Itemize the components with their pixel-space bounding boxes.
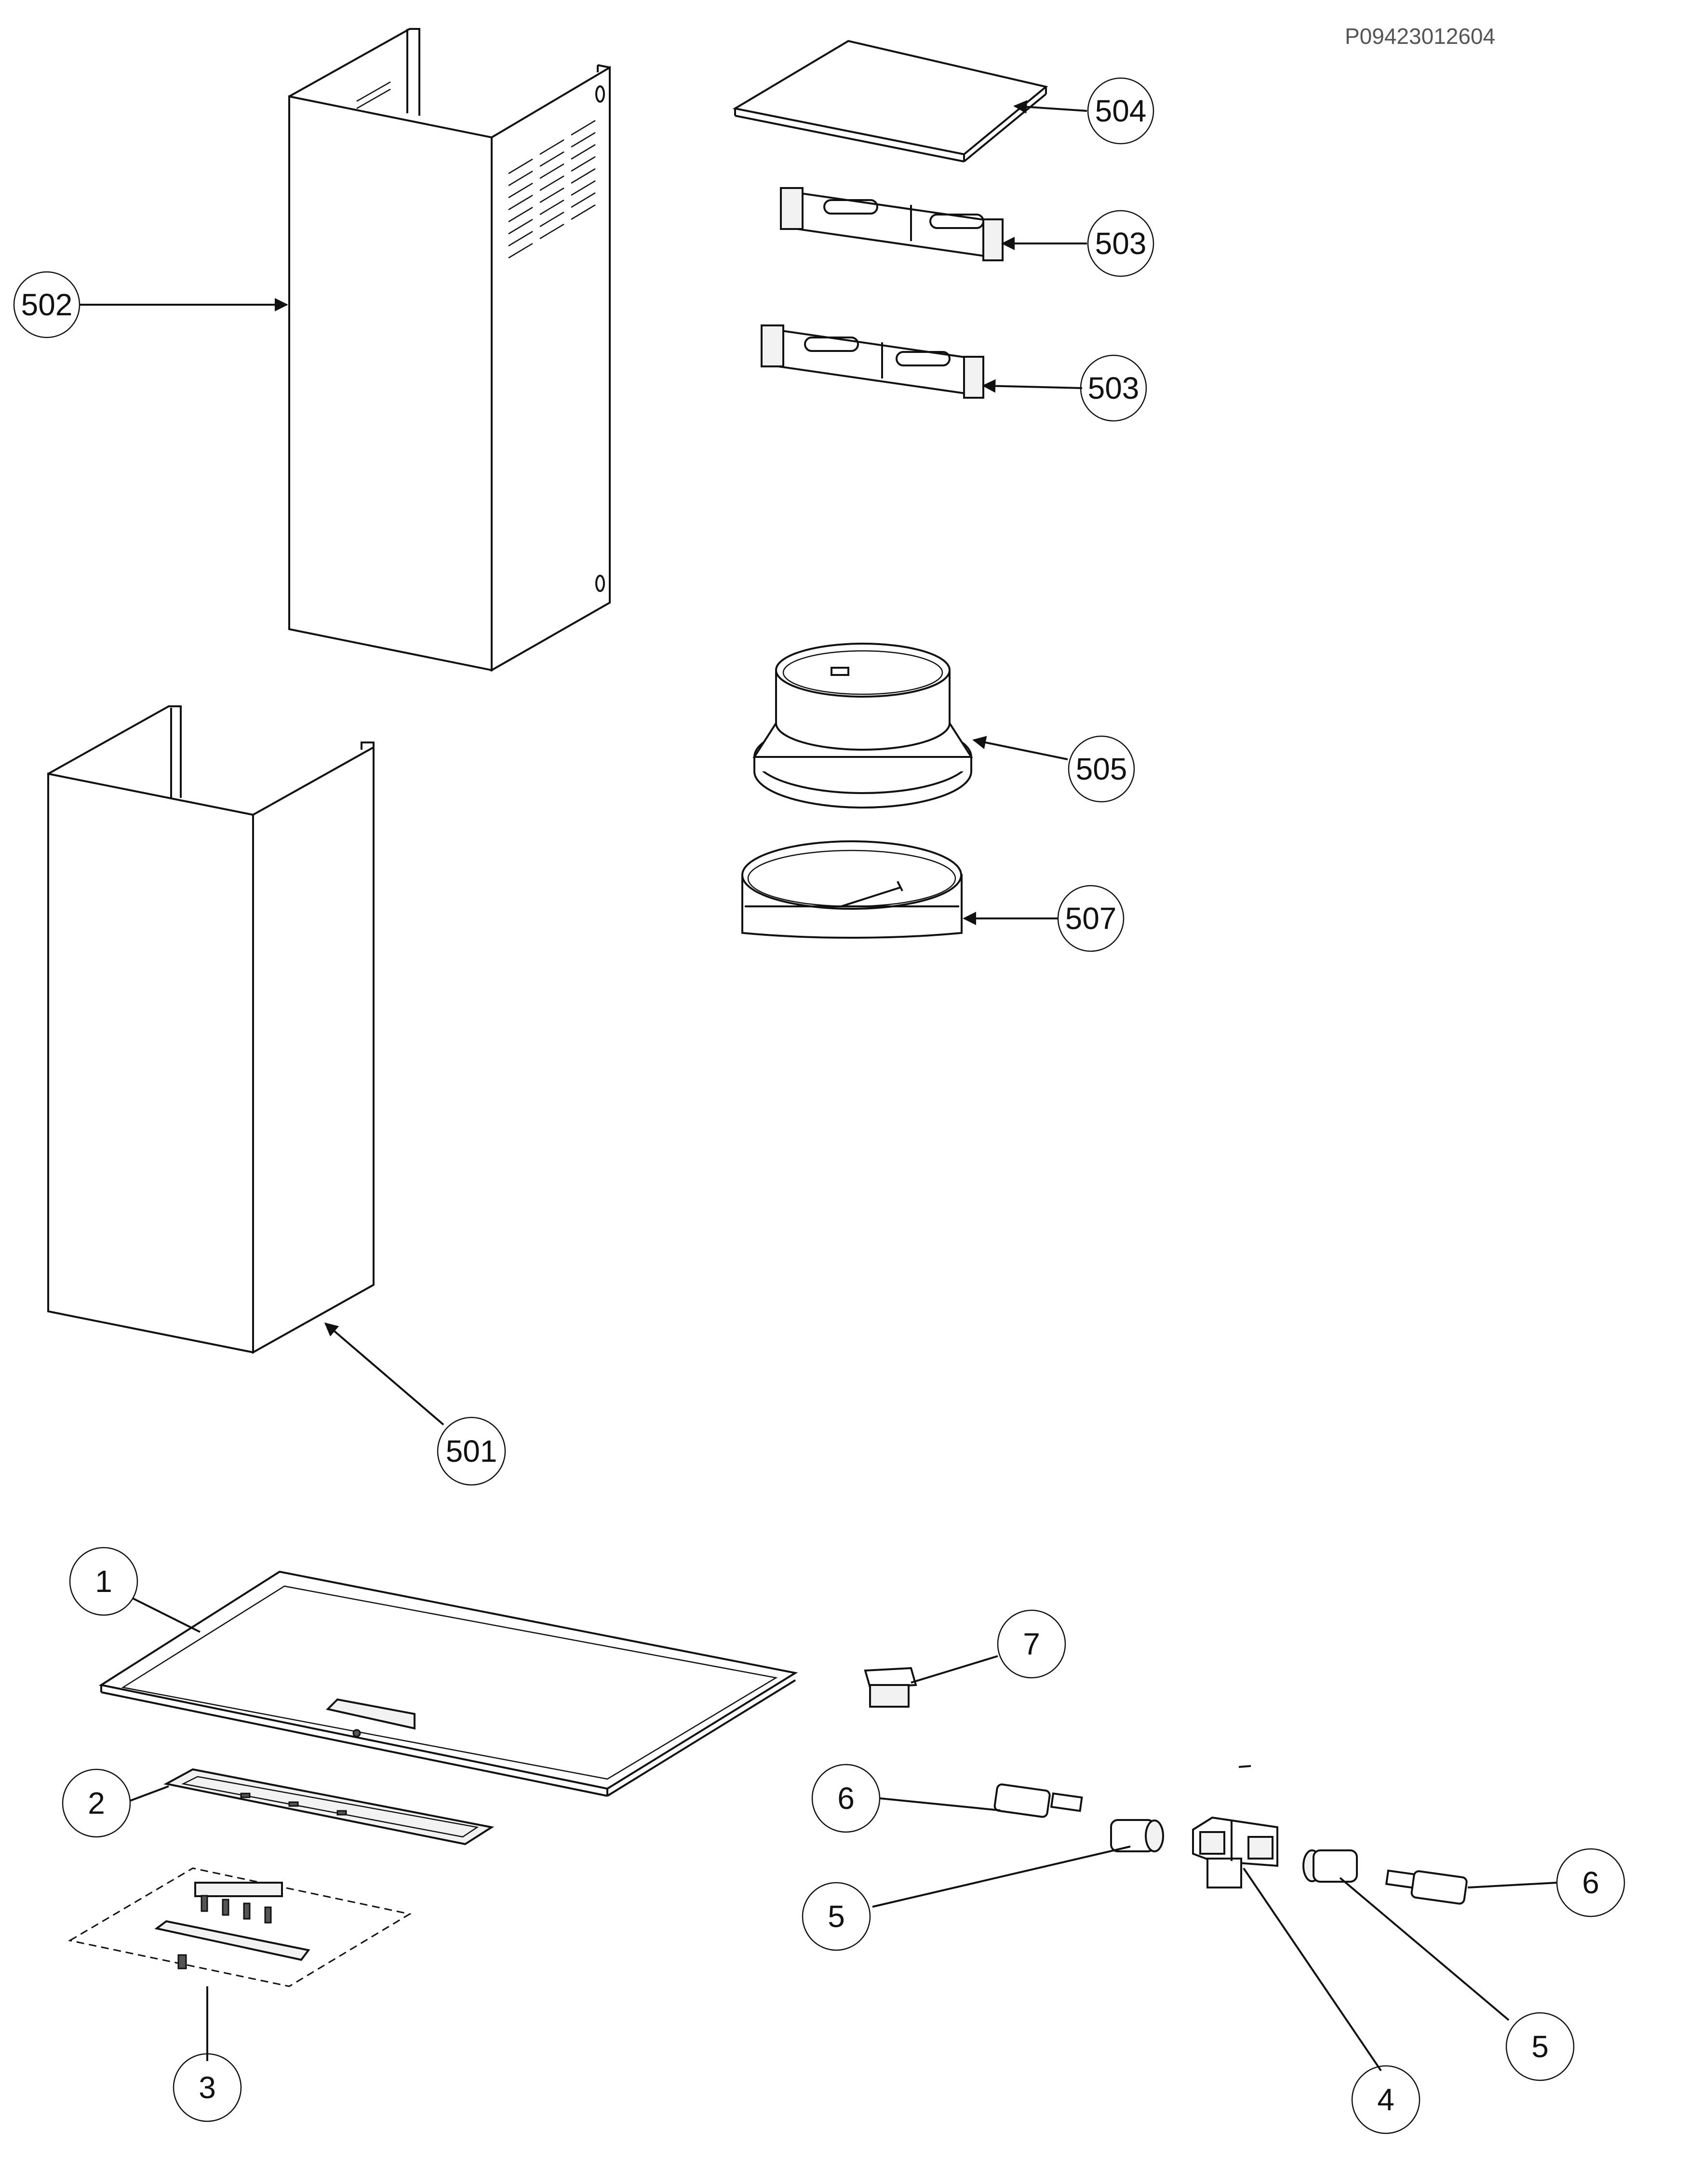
document-code: P09423012604 — [1345, 24, 1496, 49]
callout-circle-5-right — [1505, 2012, 1575, 2081]
callout-circle-502 — [13, 271, 80, 338]
part-501-lower-chimney — [47, 705, 375, 1354]
callout-label-505: 505 — [1076, 752, 1127, 786]
callout-circle-2 — [62, 1768, 131, 1838]
callout-circle-507 — [1057, 885, 1125, 952]
part-6-pin-right — [1385, 1869, 1468, 1905]
part-502-upper-chimney — [288, 28, 611, 672]
callout-label-504: 504 — [1095, 94, 1147, 128]
callout-circle-3 — [173, 2053, 242, 2122]
part-4-switch-body — [1192, 1816, 1278, 1888]
callout-circle-7 — [997, 1609, 1066, 1679]
part-503-bracket-upper — [780, 187, 1004, 261]
part-2-control-bar — [163, 1768, 495, 1846]
callout-label-6-right: 6 — [1582, 1865, 1599, 1900]
callout-label-3: 3 — [199, 2070, 216, 2105]
callout-label-7: 7 — [1023, 1627, 1040, 1661]
callout-circle-6-left — [811, 1764, 881, 1833]
callout-label-5-left: 5 — [828, 1899, 845, 1934]
part-5-lamp-holder-left — [1110, 1819, 1164, 1852]
part-504-top-plate — [732, 40, 1048, 162]
callout-circle-1 — [69, 1547, 138, 1616]
callout-circle-504 — [1087, 77, 1154, 145]
part-5-lamp-holder-right — [1302, 1849, 1358, 1883]
callout-label-4: 4 — [1377, 2082, 1394, 2117]
callout-circle-501 — [437, 1416, 506, 1486]
callout-circle-4 — [1351, 2065, 1421, 2134]
part-507-collar — [741, 840, 963, 939]
callout-circle-505 — [1068, 735, 1135, 803]
part-503-bracket-lower — [761, 324, 984, 399]
part-1-filter-frame — [98, 1570, 798, 1797]
callout-label-503-upper: 503 — [1095, 226, 1147, 261]
callout-circle-5-left — [802, 1882, 871, 1951]
callout-circle-503-upper — [1087, 210, 1154, 277]
callout-label-502: 502 — [21, 287, 73, 322]
callout-label-507: 507 — [1065, 901, 1117, 936]
part-6-pin-left — [993, 1783, 1083, 1818]
callout-label-5-right: 5 — [1531, 2029, 1549, 2064]
callout-label-501: 501 — [446, 1434, 497, 1469]
leader-lines — [80, 100, 1557, 2072]
part-7-lamp-cap — [864, 1667, 917, 1708]
callout-label-2: 2 — [88, 1786, 105, 1820]
part-505-reducer — [752, 643, 973, 809]
part-3-switch-kit — [67, 1867, 412, 1987]
callout-label-503-lower: 503 — [1088, 371, 1139, 405]
callout-circle-6-right — [1556, 1848, 1625, 1917]
callout-label-6-left: 6 — [837, 1781, 855, 1816]
callout-label-1: 1 — [95, 1564, 112, 1599]
callout-circle-503-lower — [1080, 354, 1147, 422]
